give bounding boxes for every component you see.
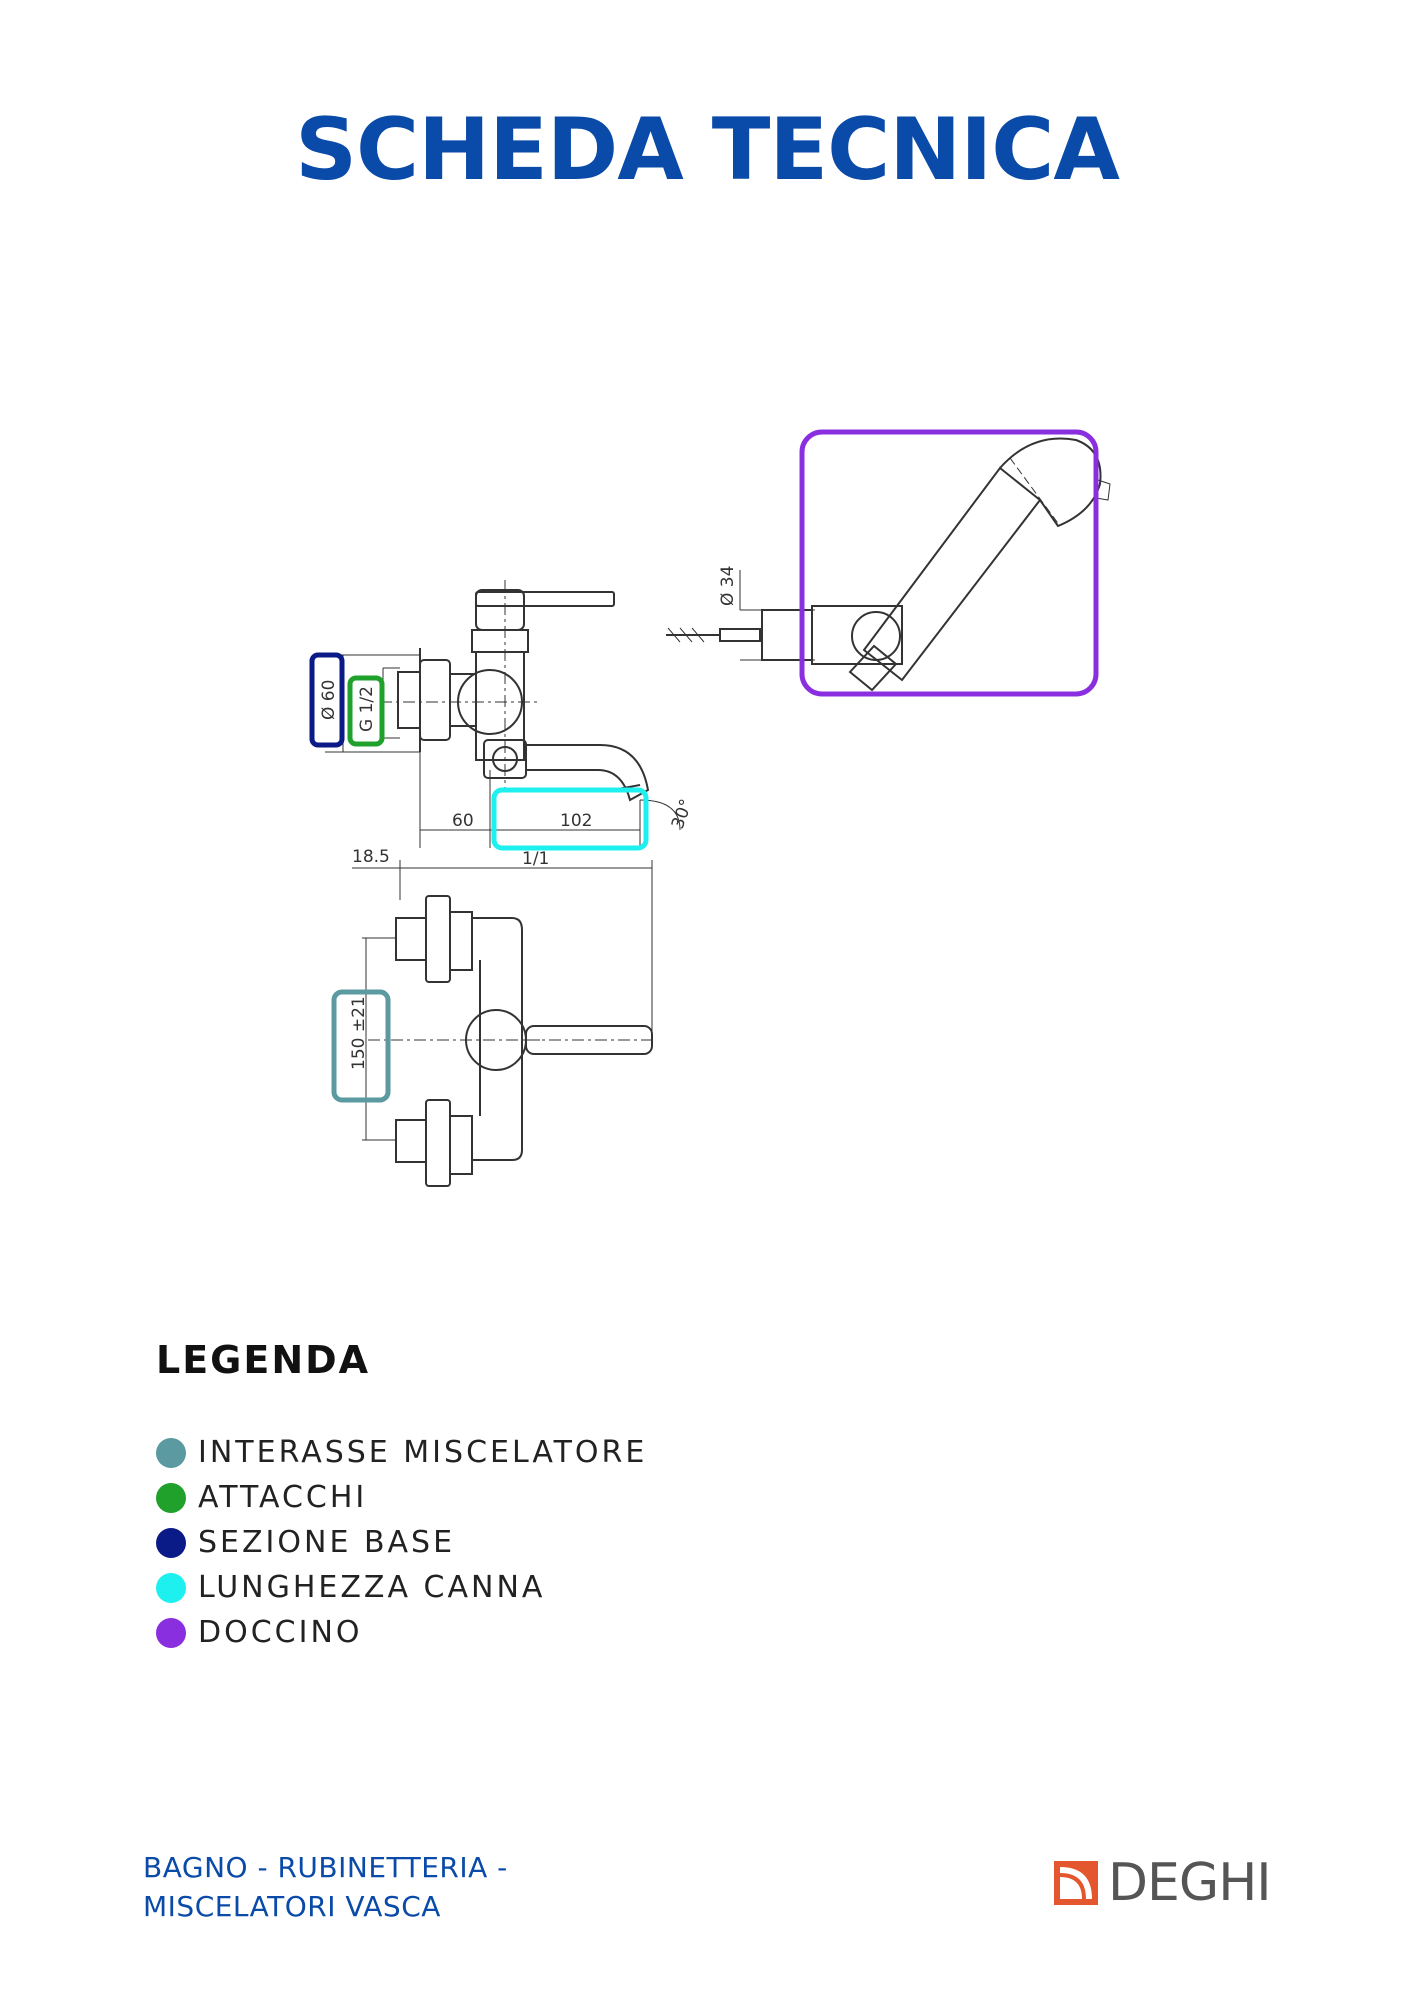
dim-thread-label: G 1/2 (357, 686, 377, 732)
technical-drawing: Ø 60 G 1/2 60 102 30° 18.5 1/1 150 ±21 Ø… (309, 429, 1111, 1187)
deghi-logo: DEGHI (1052, 1853, 1272, 1913)
footer-line-2: MISCELATORI VASCA (143, 1890, 441, 1923)
dim-angle-label: 30° (668, 797, 697, 832)
page-title: SCHEDA TECNICA (295, 100, 1120, 200)
legend-label: ATTACCHI (198, 1480, 368, 1515)
legend-dot-icon (156, 1482, 186, 1513)
highlight-doccino (799, 429, 1099, 697)
highlight-lunghezza-canna (491, 787, 649, 851)
deghi-logo-icon (1054, 1861, 1098, 1905)
legend-label: INTERASSE MISCELATORE (198, 1435, 648, 1470)
legend-item-attacchi: ATTACCHI (156, 1475, 647, 1520)
legend-title: LEGENDA (156, 1338, 371, 1382)
highlight-interasse (331, 989, 391, 1103)
legend-label: SEZIONE BASE (198, 1525, 456, 1560)
legend-dot-icon (156, 1617, 186, 1648)
legend-label: DOCCINO (198, 1615, 363, 1650)
dim-18-5-label: 18.5 (352, 847, 390, 867)
dim-center-label: 150 ±21 (349, 996, 369, 1070)
legend-list: INTERASSE MISCELATORE ATTACCHI SEZIONE B… (156, 1430, 647, 1655)
legend-item-sezione-base: SEZIONE BASE (156, 1520, 647, 1565)
footer-category: BAGNO - RUBINETTERIA - MISCELATORI VASCA (143, 1848, 508, 1926)
legend-item-doccino: DOCCINO (156, 1610, 647, 1655)
dim-diameter-34-label: Ø 34 (718, 566, 738, 606)
legend-item-lunghezza-canna: LUNGHEZZA CANNA (156, 1565, 647, 1610)
legend-dot-icon (156, 1527, 186, 1558)
legend-item-interasse: INTERASSE MISCELATORE (156, 1430, 647, 1475)
legend-dot-icon (156, 1437, 186, 1468)
logo-wordmark: DEGHI (1108, 1853, 1272, 1913)
footer-line-1: BAGNO - RUBINETTERIA - (143, 1851, 508, 1884)
dim-diameter-60-label: Ø 60 (319, 680, 339, 720)
dim-1-1-label: 1/1 (522, 849, 549, 869)
legend-label: LUNGHEZZA CANNA (198, 1570, 546, 1605)
dim-102-label: 102 (560, 811, 592, 831)
highlight-attacchi (347, 675, 385, 747)
legend-dot-icon (156, 1572, 186, 1603)
highlight-sezione-base (309, 652, 345, 748)
dim-60-label: 60 (452, 811, 474, 831)
